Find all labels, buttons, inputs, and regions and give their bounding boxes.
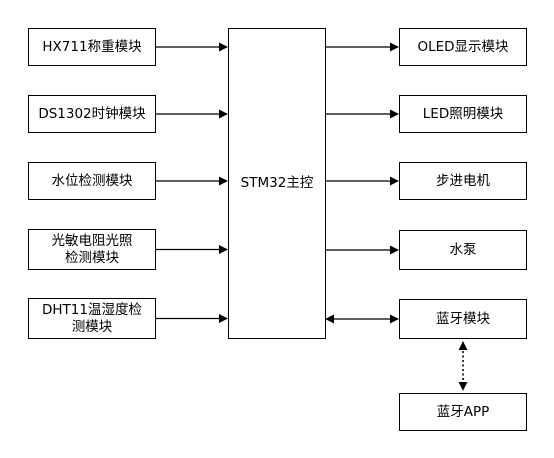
output-box-stepper: 步进电机: [399, 162, 527, 200]
box-label: DHT11温湿度检测模块: [42, 301, 142, 335]
box-label: 步进电机: [436, 172, 490, 189]
output-box-led: LED照明模块: [399, 95, 527, 133]
box-label: DS1302时钟模块: [38, 105, 146, 122]
box-label: HX711称重模块: [42, 38, 142, 55]
input-box-ds1302: DS1302时钟模块: [28, 95, 156, 133]
output-box-oled: OLED显示模块: [399, 28, 527, 66]
input-box-water-level: 水位检测模块: [28, 162, 156, 200]
box-label: 蓝牙APP: [436, 403, 490, 420]
input-box-dht11: DHT11温湿度检测模块: [28, 298, 156, 339]
box-label: 蓝牙模块: [436, 310, 490, 327]
output-box-pump: 水泵: [399, 230, 527, 270]
box-label: 水泵: [449, 241, 477, 258]
box-label: OLED显示模块: [417, 38, 509, 55]
box-label: 水位检测模块: [51, 172, 133, 189]
box-label: 光敏电阻光照检测模块: [51, 232, 133, 266]
box-label: STM32主控: [240, 175, 314, 191]
input-box-photoresistor: 光敏电阻光照检测模块: [28, 229, 156, 270]
output-box-bluetooth: 蓝牙模块: [399, 299, 527, 339]
controller-box-stm32: STM32主控: [228, 28, 326, 339]
app-box-bluetooth-app: 蓝牙APP: [399, 393, 527, 431]
box-label: LED照明模块: [422, 105, 504, 122]
input-box-hx711: HX711称重模块: [28, 28, 156, 66]
